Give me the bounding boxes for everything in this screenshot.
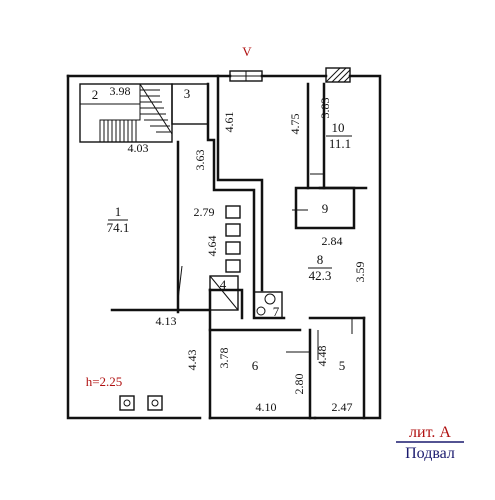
- dim-4-10: 4.10: [256, 400, 277, 414]
- room-4-walls: [209, 275, 239, 311]
- axis-marker: V: [242, 44, 252, 59]
- dim-2-84: 2.84: [322, 234, 343, 248]
- doors: [172, 123, 353, 360]
- dim-4-61: 4.61: [222, 112, 236, 133]
- floor-label: Подвал: [405, 445, 455, 462]
- stair-steps: [103, 83, 173, 142]
- dim-3-98: 3.98: [110, 84, 131, 98]
- dim-3-78: 3.78: [217, 348, 231, 369]
- ceiling-height: h=2.25: [86, 374, 123, 389]
- kitchen-cabinets: [225, 205, 241, 273]
- room-9-number: 9: [322, 201, 329, 216]
- dim-4-43: 4.43: [185, 350, 199, 371]
- room-1-area: 74.1: [107, 220, 130, 235]
- dim-3-59: 3.59: [353, 262, 367, 283]
- dim-3-83: 3.83: [318, 98, 332, 119]
- bathroom-fixtures: [253, 291, 283, 319]
- dim-2-80: 2.80: [292, 374, 306, 395]
- room-8-area: 42.3: [309, 268, 332, 283]
- dim-4-64: 4.64: [205, 236, 219, 257]
- dim-3-63: 3.63: [193, 150, 207, 171]
- room-2-number: 2: [92, 87, 99, 102]
- room-10-number: 10: [332, 120, 345, 135]
- outer-walls: [66, 67, 382, 420]
- room-5-number: 5: [339, 358, 346, 373]
- room-8-number: 8: [317, 252, 324, 267]
- room-6-number: 6: [252, 358, 259, 373]
- dim-4-03: 4.03: [128, 141, 149, 155]
- room-7-number: 7: [273, 304, 280, 319]
- dim-4-75: 4.75: [288, 114, 302, 135]
- room-1-number: 1: [115, 204, 122, 219]
- floor-drains: [119, 395, 163, 411]
- interior-walls: [110, 74, 368, 420]
- staircase: [79, 83, 173, 143]
- dim-4-48: 4.48: [315, 346, 329, 367]
- dim-4-13: 4.13: [156, 314, 177, 328]
- room-3-number: 3: [184, 86, 191, 101]
- letter-label: лит. А: [409, 424, 451, 441]
- dim-2-47: 2.47: [332, 400, 353, 414]
- room-10-area: 11.1: [329, 136, 351, 151]
- room-4-number: 4: [220, 277, 227, 292]
- dim-2-79: 2.79: [194, 205, 215, 219]
